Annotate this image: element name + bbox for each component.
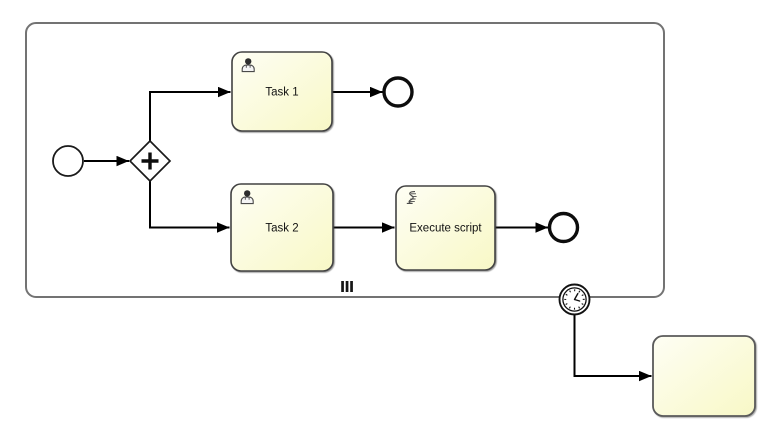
script-task[interactable]: Execute script <box>395 185 496 271</box>
plus-icon <box>141 152 159 170</box>
user-icon <box>240 190 254 205</box>
script-icon <box>406 191 417 204</box>
user-task-2-label: Task 2 <box>265 223 298 235</box>
sequence-flow-timer-to-task[interactable] <box>573 315 652 382</box>
user-icon <box>241 58 255 73</box>
timer-boundary-event[interactable] <box>558 283 591 316</box>
sequence-flow-gateway-to-task2[interactable] <box>149 181 230 233</box>
user-task-1[interactable]: Task 1 <box>231 51 333 132</box>
end-event-1[interactable] <box>382 76 414 108</box>
parallel-gateway[interactable] <box>128 139 172 183</box>
start-event[interactable] <box>52 145 84 177</box>
sequence-flow-gateway-to-task1[interactable] <box>149 86 231 141</box>
user-task-1-label: Task 1 <box>265 87 298 99</box>
untitled-task[interactable] <box>652 335 756 417</box>
script-task-label: Execute script <box>409 223 482 235</box>
end-event-2[interactable] <box>547 211 580 244</box>
user-task-2[interactable]: Task 2 <box>230 183 334 272</box>
multi-instance-marker <box>341 281 353 292</box>
